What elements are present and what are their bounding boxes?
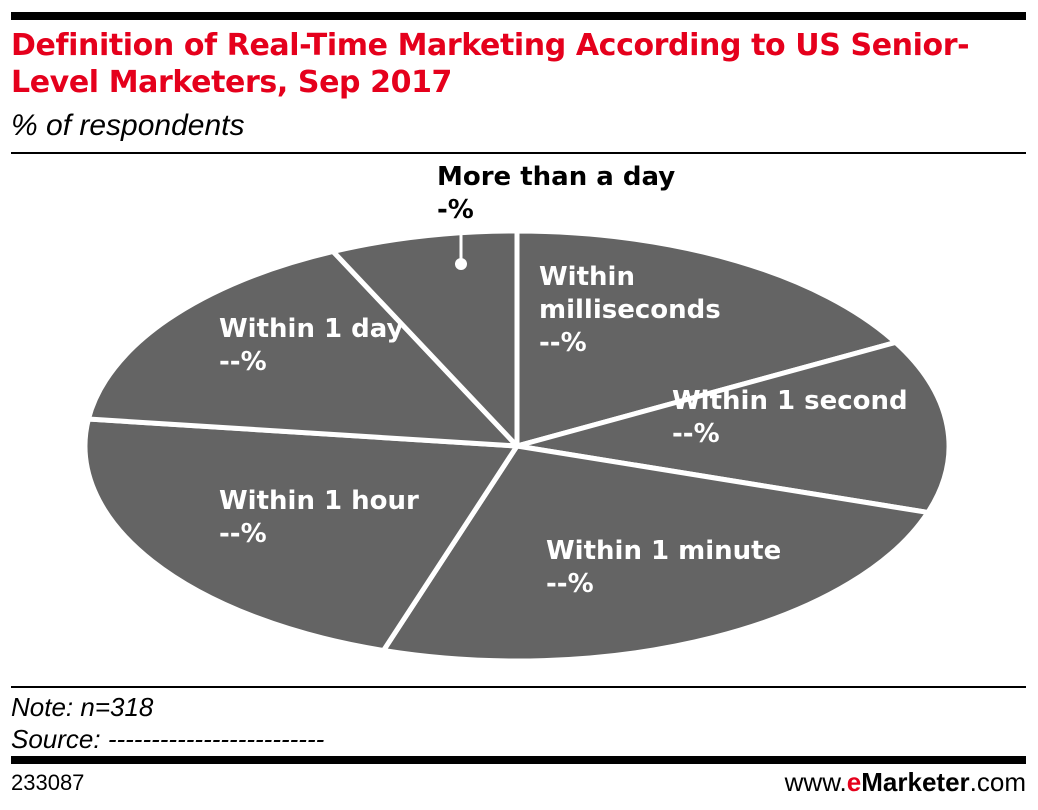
bottom-rule (11, 756, 1026, 764)
slice-value-label: --% (672, 419, 720, 449)
pie-slice (330, 228, 520, 449)
source-text: Source: ------------------------- (11, 724, 325, 754)
note-rule (11, 686, 1026, 688)
pie-slice (82, 416, 520, 653)
pie-slice (514, 339, 952, 515)
slice-value-label: --% (219, 519, 267, 549)
slice-value-label: --% (546, 569, 594, 599)
slice-category-label: More than a day (437, 162, 675, 192)
emarketer-logo: www.eMarketer.com (785, 768, 1026, 796)
brand-suffix: .com (969, 767, 1026, 797)
pie-slice (381, 443, 931, 664)
leader-dot (455, 258, 467, 270)
slice-category-label: milliseconds (539, 295, 721, 325)
pie-slice (514, 228, 899, 449)
slice-category-label: Within 1 minute (546, 536, 781, 566)
slice-category-label: Within 1 second (672, 386, 908, 416)
pie-slice (85, 248, 520, 449)
chart-title: Definition of Real-Time Marketing Accord… (11, 28, 970, 100)
top-rule (11, 12, 1026, 20)
brand-prefix: www. (784, 767, 847, 797)
brand-e: e (846, 767, 862, 797)
brand-name: Marketer (861, 767, 970, 797)
slice-category-label: Within 1 day (219, 314, 404, 344)
slice-value-label: --% (539, 328, 587, 358)
slice-value-label: --% (219, 347, 267, 377)
slice-value-label: -% (437, 195, 474, 225)
subtitle-rule (11, 152, 1026, 154)
chart-id: 233087 (11, 770, 85, 795)
note-text: Note: n=318 (11, 692, 154, 722)
slice-category-label: Within (539, 262, 635, 292)
chart-subtitle: % of respondents (11, 109, 245, 142)
slice-category-label: Within 1 hour (219, 486, 419, 516)
